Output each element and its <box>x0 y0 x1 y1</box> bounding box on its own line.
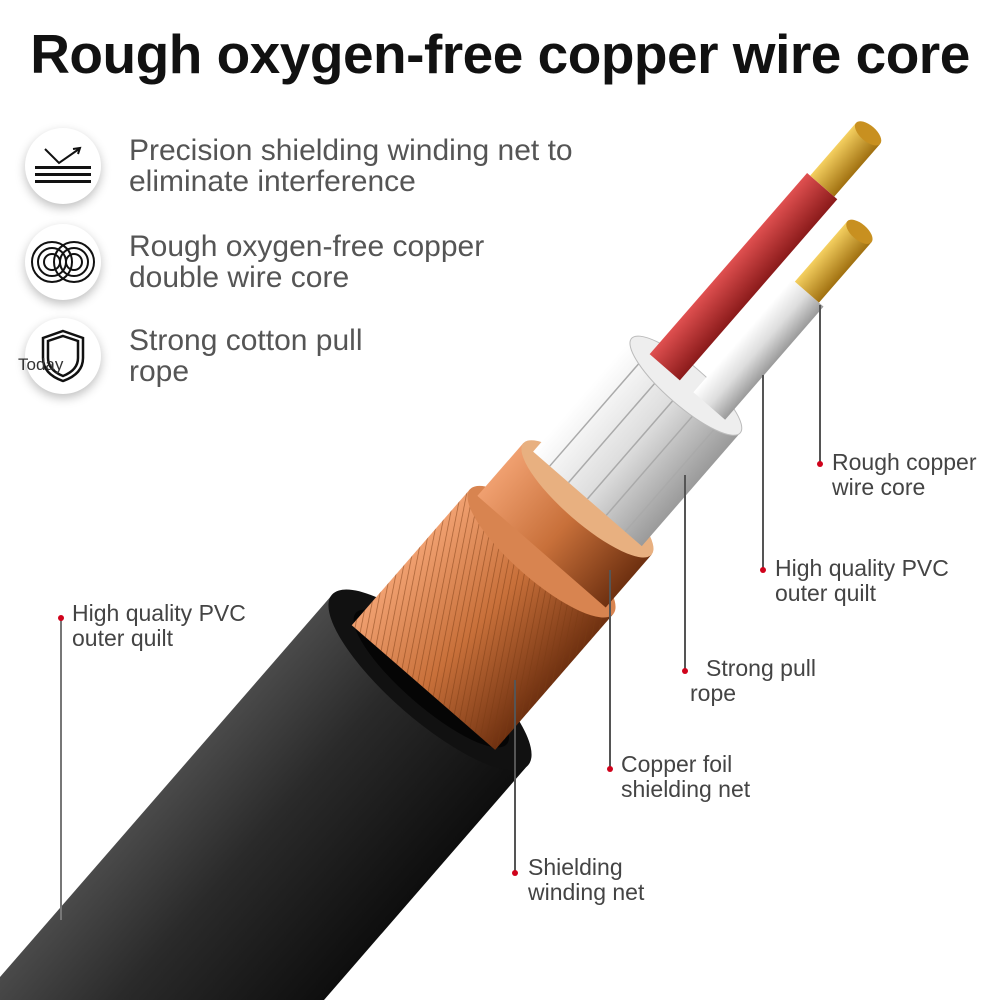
red-wire <box>649 173 838 381</box>
shield-layers-icon <box>25 128 101 204</box>
callout-dot <box>607 766 613 772</box>
callout-text: wire core <box>832 474 926 500</box>
callout-dot <box>817 461 823 467</box>
callout-dot <box>58 615 64 621</box>
callout-text: rope <box>690 680 737 706</box>
callout-dot <box>682 668 688 674</box>
rings-icon <box>25 224 101 300</box>
callout-text: outer quilt <box>72 625 174 651</box>
copper-foil <box>477 443 652 608</box>
feature-text-line: Rough oxygen-free copper <box>129 230 485 263</box>
feature-text-line: rope <box>129 355 190 388</box>
callout-dot <box>512 870 518 876</box>
callout-line <box>609 570 611 770</box>
white-wire <box>693 279 824 420</box>
callout-line <box>514 680 516 875</box>
callout-text: Rough copper <box>832 449 977 475</box>
feature-text-line: Strong cotton pull <box>129 324 363 357</box>
callout-text: winding net <box>528 879 645 905</box>
feature-text-line: eliminate interference <box>129 165 416 198</box>
callout-line <box>684 475 686 670</box>
callout-line <box>819 305 821 465</box>
watermark-text: Today <box>18 355 64 374</box>
callout-text: High quality PVC <box>72 600 246 626</box>
white-wire-copper-core <box>794 221 872 303</box>
callout-line <box>762 375 764 570</box>
red-wire-copper-core <box>810 122 881 197</box>
callout-dot <box>760 567 766 573</box>
callout-text: Copper foil <box>621 751 733 777</box>
callout-text: High quality PVC <box>775 555 949 581</box>
feature-text-line: Precision shielding winding net to <box>129 134 573 167</box>
callout-text: Strong pull <box>706 655 816 681</box>
callout-text: shielding net <box>621 776 751 802</box>
feature-text-line: double wire core <box>129 261 350 294</box>
shield-badge-icon: Today <box>18 318 101 394</box>
callout-text: Shielding <box>528 854 623 880</box>
callout-line <box>60 620 62 920</box>
callout-text: outer quilt <box>775 580 877 606</box>
page-title: Rough oxygen-free copper wire core <box>30 23 970 85</box>
